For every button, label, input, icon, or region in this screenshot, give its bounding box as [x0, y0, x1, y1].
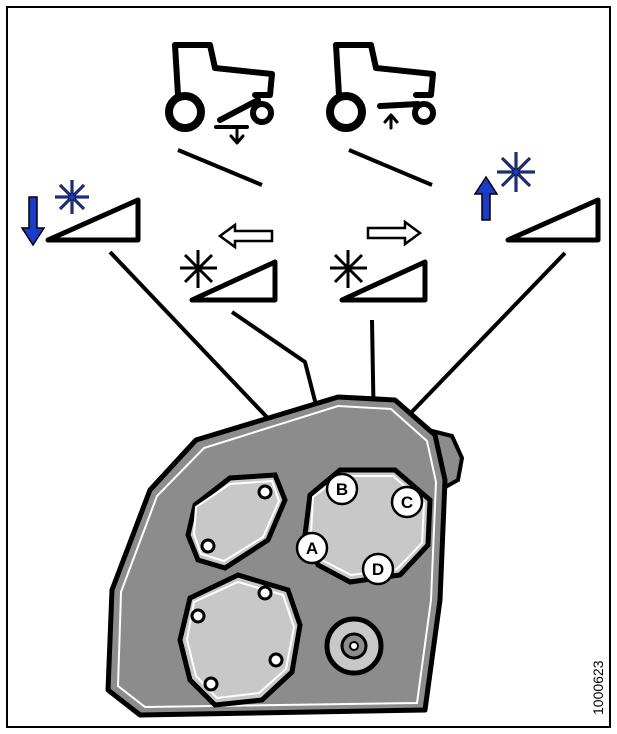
figure-id-number: 1000623: [590, 660, 606, 715]
callout-c-label: C: [401, 493, 413, 512]
callout-b-label: B: [336, 480, 348, 499]
callout-b: B: [325, 472, 359, 506]
callout-d: D: [361, 552, 395, 586]
separator-dash-left: [177, 148, 263, 187]
callout-d-label: D: [372, 560, 384, 579]
reel-up-icon: [473, 152, 601, 243]
reel-aft-icon: [180, 222, 278, 303]
round-knob: [324, 616, 384, 676]
lower-left-plate: [177, 572, 303, 708]
callout-a-label: A: [306, 539, 318, 558]
upper-left-plate: [185, 472, 288, 571]
callout-a: A: [295, 531, 329, 565]
reel-fore-icon: [330, 219, 428, 303]
separator-dash-right: [348, 148, 433, 187]
tractor-lower-header-icon: [165, 42, 275, 145]
reel-down-icon: [20, 180, 141, 247]
callout-c: C: [390, 485, 424, 519]
tractor-raise-header-icon: [326, 42, 436, 132]
